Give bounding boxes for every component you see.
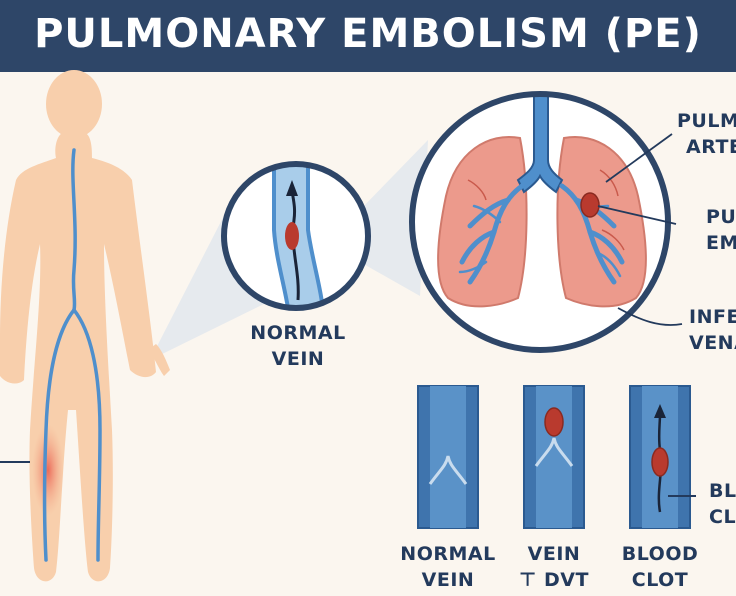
body-veins [42,148,102,562]
title-banner [0,0,736,72]
blood-clot-icon [580,192,600,218]
label-inferior-vena-cava-2: VENA [689,332,736,354]
label-pulmonary-embolism-1: PU [706,206,736,228]
trachea [516,94,564,194]
lungs-icon [409,91,671,353]
label-pulmonary-embolism-2: EM [706,232,736,254]
label-panel-clot-1: BLOOD [621,543,699,565]
label-panel-dvt-2: ⊤ DVT [519,569,589,591]
calf-clot-area [32,424,64,516]
normal-vein-inset [221,161,371,311]
zoom-cone-lungs [358,140,428,296]
vein-icon [417,385,696,529]
label-panel-dvt-1: VEIN [527,543,581,565]
lung-pointer-lines [597,133,683,326]
label-panel-normal-2: VEIN [421,569,475,591]
left-lung [437,136,528,308]
right-lung [556,136,647,308]
label-pulmonary-artery-2: ARTE [686,136,736,158]
label-inferior-vena-cava-1: INFE [689,306,736,328]
page-title: PULMONARY EMBOLISM (PE) [34,11,702,57]
label-pulmonary-artery-1: PULMO [677,110,736,132]
label-normal-vein-inset-2: VEIN [271,348,325,370]
label-normal-vein-inset-1: NORMAL [250,322,346,344]
label-panel-normal-1: NORMAL [400,543,496,565]
label-panel-clot-2: CLOT [631,569,689,591]
label-blood-clot-side-1: BL [709,480,736,502]
label-blood-clot-side-2: CL [709,506,736,528]
